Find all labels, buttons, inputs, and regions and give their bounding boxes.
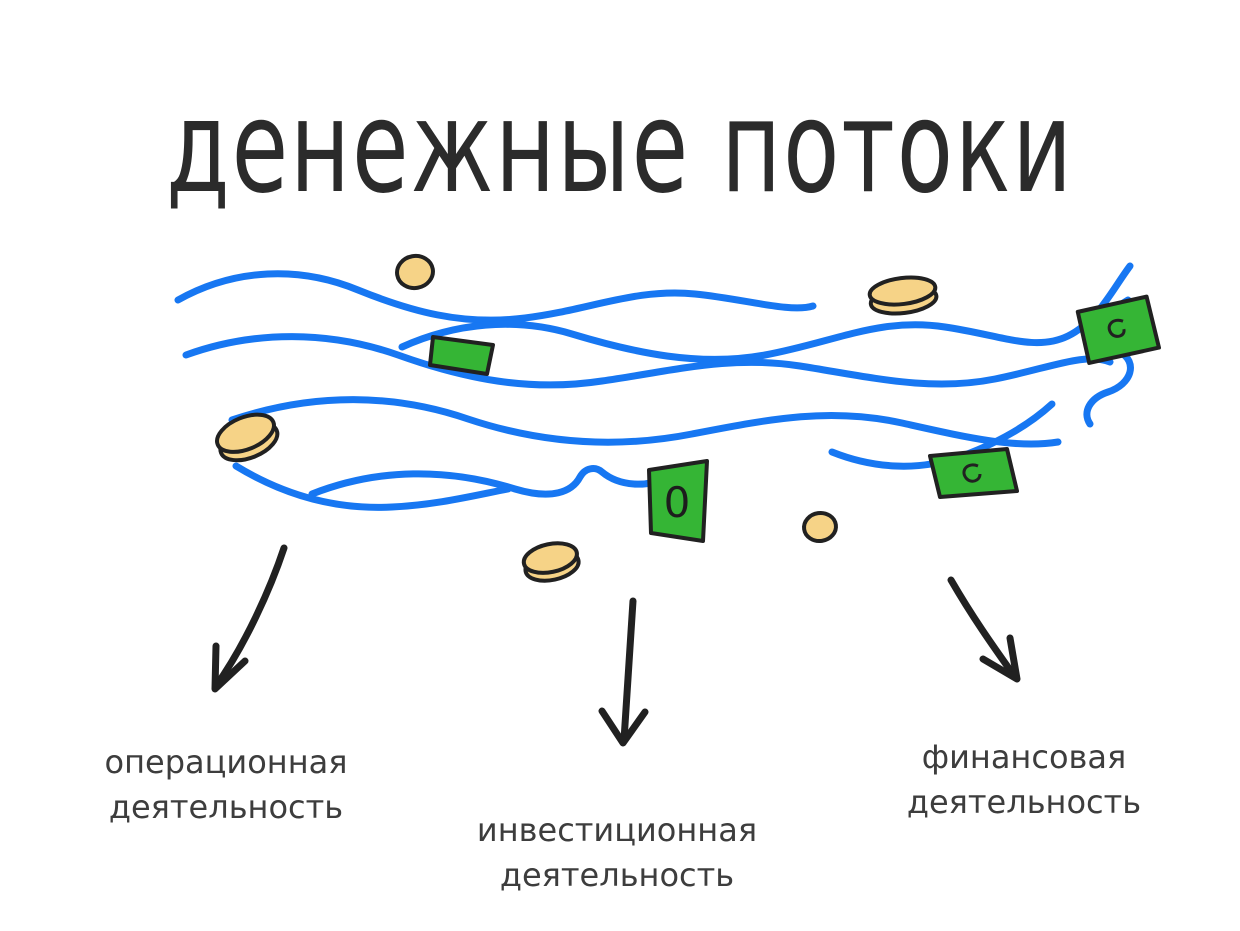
arrow-down-financing-icon [947,576,1021,683]
label-investing-activity: инвестиционная деятельность [477,808,757,899]
coin-icon [215,412,280,463]
banknote-icon [428,335,495,376]
coin-icon [521,541,581,583]
coin-icon [867,275,939,316]
label-line: финансовая [921,738,1127,776]
wave-line [174,270,817,324]
wave-line [232,462,512,511]
coin-icon [395,253,435,291]
label-line: деятельность [108,788,344,827]
label-line: деятельность [499,856,735,895]
banknote-icon: 0 [647,459,709,543]
page-title: денежные потоки [166,72,1074,222]
wave-line [308,465,669,498]
coins [215,253,939,583]
banknote-zero-mark: 0 [664,478,691,527]
label-line: инвестиционная [476,811,758,849]
label-operating-activity: операционная деятельность [105,740,348,831]
banknote-squiggle [962,463,982,483]
arrows [211,544,1021,747]
banknote-icon [928,447,1019,499]
label-financing-activity: финансовая деятельность [907,735,1141,826]
wave-line [182,333,1114,389]
wave-line [228,396,1062,448]
wave-line [398,262,1134,363]
arrow-down-investing-icon [598,597,649,747]
label-line: деятельность [906,783,1142,822]
coin-icon [802,510,838,544]
arrow-down-operating-icon [211,544,288,693]
label-line: операционная [104,743,348,781]
banknote-squiggle [1107,318,1126,338]
banknote-icon [1075,294,1161,365]
banknotes: 0 [428,294,1161,543]
